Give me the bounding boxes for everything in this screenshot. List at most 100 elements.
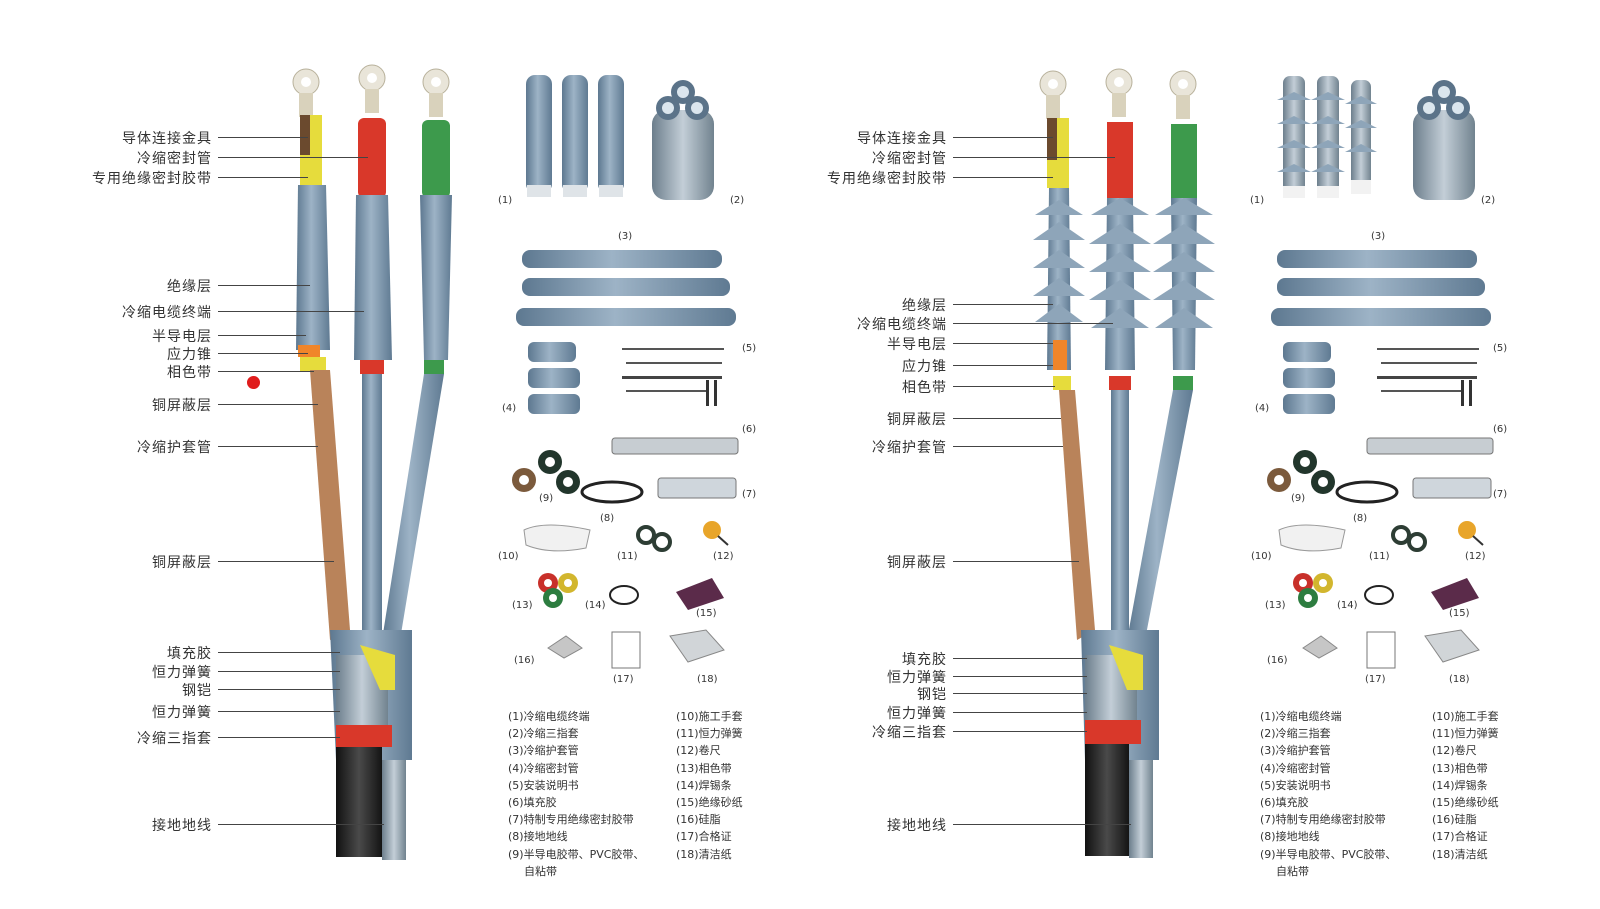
legend-item: (9)半导电胶带、PVC胶带、 bbox=[508, 847, 645, 861]
callout-conductor-lug: 导体连接金具 bbox=[122, 131, 212, 147]
part-phase-tapes bbox=[538, 573, 578, 608]
part-label: (10) bbox=[498, 551, 519, 562]
part-phase-tapes bbox=[1293, 573, 1333, 608]
callout-semiconductive: 半导电层 bbox=[152, 329, 212, 345]
part-label: (16) bbox=[514, 655, 535, 666]
panel-outdoor-termination: 导体连接金具 冷缩密封管 专用绝缘密封胶带 绝缘层 冷缩电缆终端 半导电层 应力… bbox=[735, 0, 1535, 909]
part-seal-tubes bbox=[1283, 342, 1335, 414]
part-breakout bbox=[1413, 80, 1475, 200]
part-label: (10) bbox=[1251, 551, 1272, 562]
part-solder bbox=[609, 585, 639, 605]
callout-spring: 恒力弹簧 bbox=[887, 670, 947, 686]
leader-line bbox=[218, 652, 340, 653]
part-termination-tubes bbox=[526, 75, 624, 197]
legend-item: (2)冷缩三指套 bbox=[1260, 727, 1331, 741]
legend-item: (1)冷缩电缆终端 bbox=[1260, 710, 1342, 723]
part-tape-rolls bbox=[1267, 450, 1335, 494]
leader-line bbox=[953, 365, 1053, 366]
callout-seal-tube: 冷缩密封管 bbox=[872, 151, 947, 167]
legend-item: 自粘带 bbox=[1276, 864, 1309, 878]
callout-armor: 钢铠 bbox=[917, 687, 947, 703]
legend-item: (6)填充胶 bbox=[508, 796, 557, 810]
part-label: (2) bbox=[1481, 195, 1496, 206]
legend-item: (7)特制专用绝缘密封胶带 bbox=[508, 813, 634, 827]
leader-line bbox=[218, 737, 340, 738]
legend-item: (9)半导电胶带、PVC胶带、 bbox=[1260, 847, 1397, 861]
part-tape-rolls bbox=[512, 450, 580, 494]
part-gloves bbox=[1278, 524, 1346, 552]
part-ground-wire bbox=[1335, 480, 1399, 504]
part-cleaning-paper bbox=[669, 629, 725, 663]
leader-line bbox=[953, 824, 1131, 825]
legend-item: (13)相色带 bbox=[1432, 761, 1488, 775]
legend-item: (14)焊锡条 bbox=[1432, 778, 1488, 792]
part-sandpaper bbox=[676, 578, 724, 610]
callout-sealing-tape: 专用绝缘密封胶带 bbox=[92, 171, 212, 187]
leader-line bbox=[953, 446, 1063, 447]
part-label: (11) bbox=[1369, 551, 1390, 562]
part-sealing-tape bbox=[1412, 477, 1492, 499]
cable-drawing bbox=[1033, 68, 1215, 858]
callout-copper-shield-2: 铜屏蔽层 bbox=[152, 555, 212, 571]
legend-left: (1)冷缩电缆终端 (2)冷缩三指套 (3)冷缩护套管 (4)冷缩密封管 (5)… bbox=[508, 708, 644, 880]
part-label: (8) bbox=[600, 513, 615, 524]
legend-left: (1)冷缩电缆终端 (2)冷缩三指套 (3)冷缩护套管 (4)冷缩密封管 (5)… bbox=[1260, 708, 1396, 880]
legend-item: (12)卷尺 bbox=[676, 744, 721, 758]
core-red-phase bbox=[354, 118, 392, 644]
cable-drawing bbox=[292, 64, 452, 860]
part-label: (1) bbox=[1250, 195, 1265, 206]
part-certificate bbox=[611, 631, 641, 669]
marker-dot bbox=[247, 376, 260, 389]
part-label: (18) bbox=[1449, 674, 1470, 685]
part-label: (2) bbox=[730, 195, 745, 206]
lug-1 bbox=[1039, 70, 1067, 119]
legend-item: (6)填充胶 bbox=[1260, 796, 1309, 810]
leader-line bbox=[953, 157, 1115, 158]
leader-line bbox=[953, 304, 1053, 305]
leader-line bbox=[953, 323, 1113, 324]
legend-item: (18)清洁纸 bbox=[1432, 847, 1488, 861]
lug-3 bbox=[1169, 70, 1197, 119]
part-label: (5) bbox=[742, 343, 757, 354]
callout-phase-band: 相色带 bbox=[902, 380, 947, 396]
part-springs bbox=[636, 525, 672, 552]
parts-kit bbox=[1267, 76, 1494, 669]
legend-right: (10)施工手套 (11)恒力弹簧 (12)卷尺 (13)相色带 (14)焊锡条… bbox=[676, 708, 743, 863]
part-filler bbox=[611, 437, 739, 455]
part-filler bbox=[1366, 437, 1494, 455]
legend-item: (14)焊锡条 bbox=[676, 778, 732, 792]
leader-line bbox=[953, 658, 1087, 659]
part-seal-tubes bbox=[528, 342, 580, 414]
callout-stress-cone: 应力锥 bbox=[167, 347, 212, 363]
part-label: (8) bbox=[1353, 513, 1368, 524]
part-tape-measure bbox=[703, 521, 729, 546]
part-label: (12) bbox=[713, 551, 734, 562]
callout-spring: 恒力弹簧 bbox=[152, 665, 212, 681]
callout-spring-2: 恒力弹簧 bbox=[152, 705, 212, 721]
part-label: (6) bbox=[742, 424, 757, 435]
legend-item: (15)绝缘砂纸 bbox=[1432, 796, 1499, 810]
part-sealing-tape bbox=[657, 477, 737, 499]
callout-ground-wire: 接地地线 bbox=[152, 818, 212, 834]
callout-jacket-tube: 冷缩护套管 bbox=[872, 440, 947, 456]
callout-copper-shield: 铜屏蔽层 bbox=[887, 412, 947, 428]
leader-line bbox=[953, 693, 1087, 694]
legend-item: (11)恒力弹簧 bbox=[676, 727, 743, 741]
breakout-boot bbox=[1081, 630, 1159, 858]
part-sandpaper bbox=[1431, 578, 1479, 610]
part-grease bbox=[547, 635, 583, 659]
leader-line bbox=[218, 311, 364, 312]
callout-semiconductive: 半导电层 bbox=[887, 337, 947, 353]
legend-item: (8)接地地线 bbox=[508, 830, 568, 844]
part-solder bbox=[1364, 585, 1394, 605]
leader-line bbox=[218, 824, 384, 825]
part-label: (7) bbox=[742, 489, 757, 500]
callout-breakout: 冷缩三指套 bbox=[872, 725, 947, 741]
part-grease bbox=[1302, 635, 1338, 659]
leader-line bbox=[953, 712, 1087, 713]
legend-item: (15)绝缘砂纸 bbox=[676, 796, 743, 810]
lug-1 bbox=[292, 68, 320, 117]
legend-item: (2)冷缩三指套 bbox=[508, 727, 579, 741]
legend-item: (11)恒力弹簧 bbox=[1432, 727, 1499, 741]
lug-2 bbox=[1105, 68, 1133, 117]
